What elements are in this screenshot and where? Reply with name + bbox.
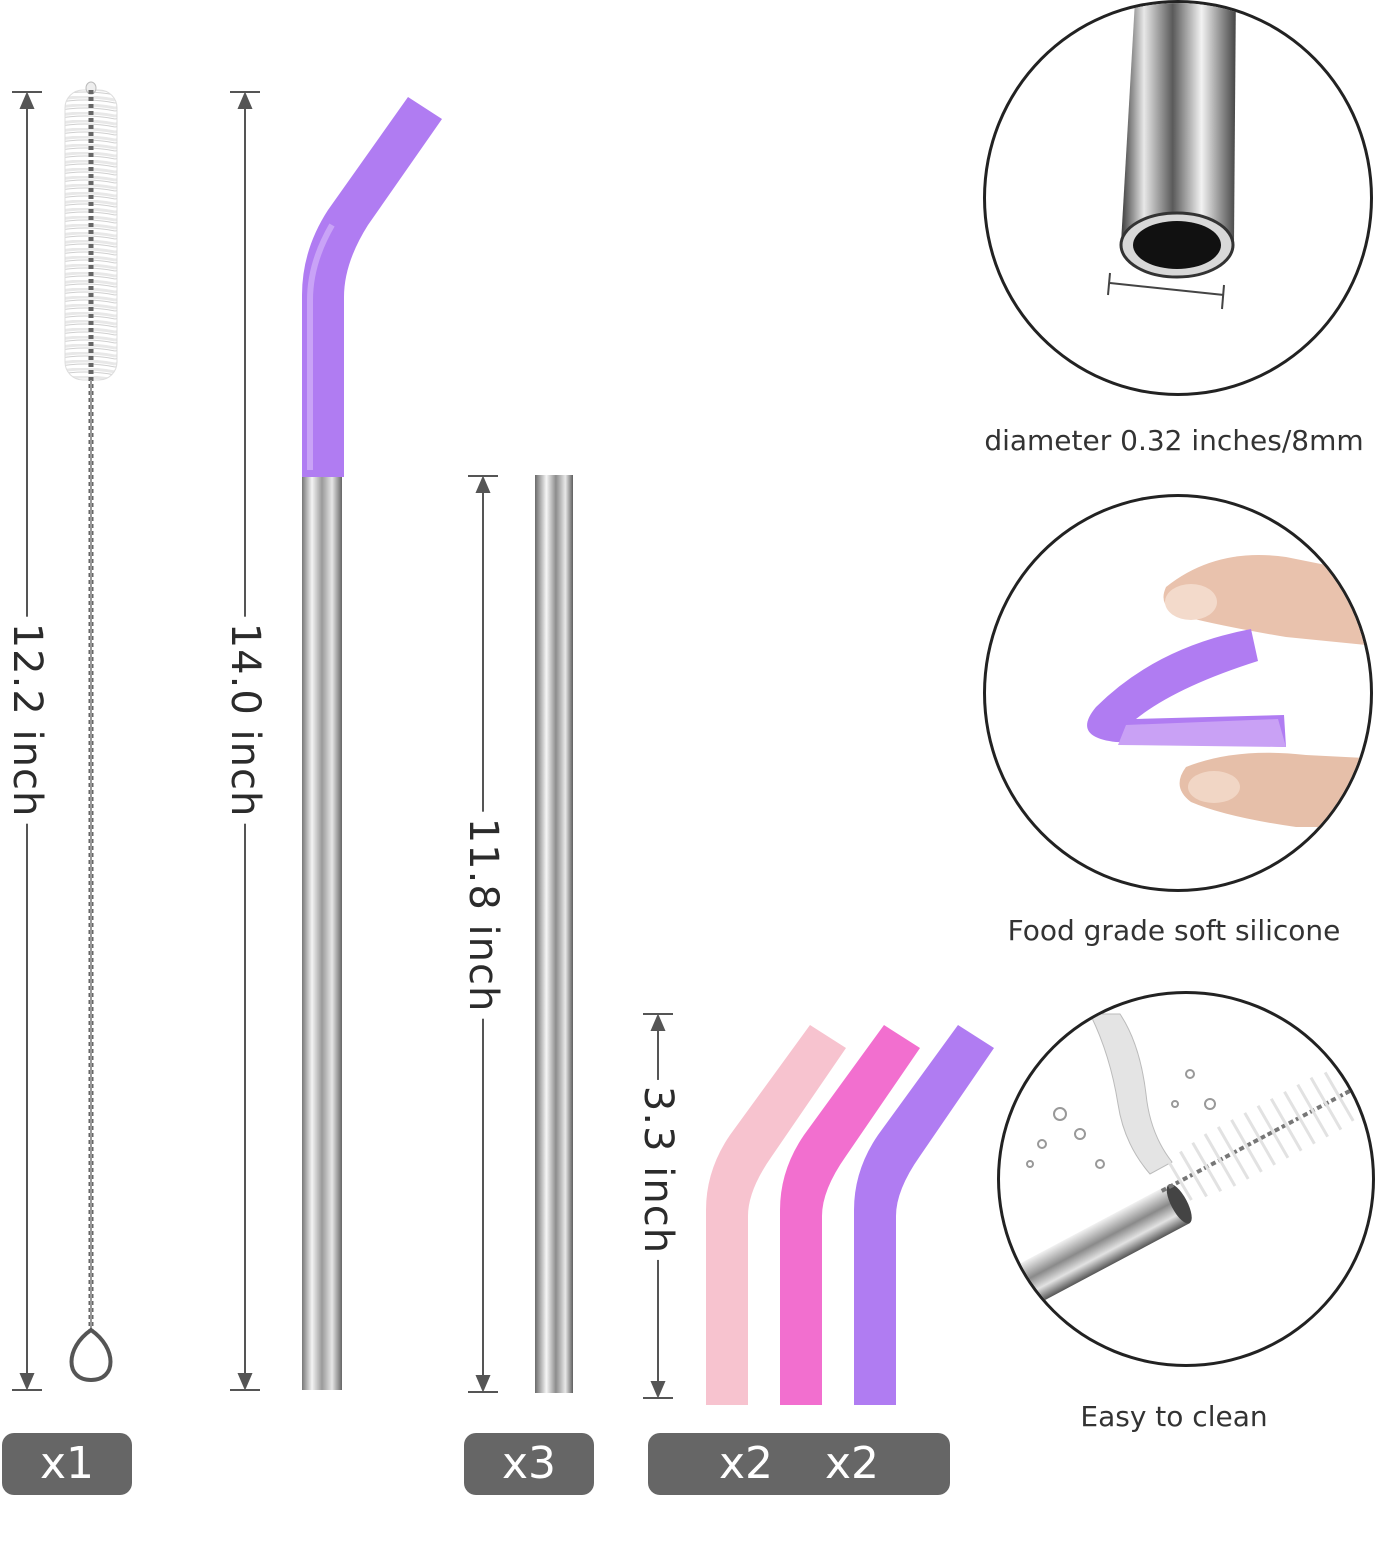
straight-straw-image	[535, 475, 573, 1393]
tip-c-quantity: x2	[771, 1500, 827, 1551]
bent-straw-image	[302, 97, 442, 1390]
silicone-tips-image	[706, 1025, 994, 1405]
cleaning-caption: Easy to clean	[1080, 1400, 1268, 1433]
brush-length-label: 12.2 inch	[4, 616, 50, 824]
tip-b-quantity: x2	[824, 1438, 880, 1489]
hot-pink-tip	[780, 1025, 920, 1405]
silicone-caption: Food grade soft silicone	[1007, 914, 1341, 947]
silicone-detail-circle	[983, 494, 1373, 892]
diameter-detail-circle	[983, 0, 1373, 396]
diameter-caption: diameter 0.32 inches/8mm	[984, 424, 1364, 457]
cleaning-brush-image	[64, 81, 118, 1383]
cleaning-detail-circle	[997, 991, 1375, 1367]
silicone-fold-closeup	[1087, 555, 1370, 827]
bent-straw-length-label: 14.0 inch	[222, 616, 268, 824]
brush-quantity-badge: x1	[2, 1433, 132, 1495]
straw-end-closeup	[1107, 3, 1236, 310]
straw-quantity-badge: x3	[464, 1433, 594, 1495]
tip-a-quantity: x2	[718, 1438, 774, 1489]
light-pink-tip	[706, 1025, 846, 1405]
purple-tip	[854, 1025, 994, 1405]
brush-cleaning-closeup	[1000, 1013, 1372, 1332]
straight-straw-length-label: 11.8 inch	[460, 811, 506, 1019]
tips-quantity-badge: x2 x2 x2	[648, 1433, 950, 1551]
tip-length-label: 3.3 inch	[635, 1079, 681, 1261]
